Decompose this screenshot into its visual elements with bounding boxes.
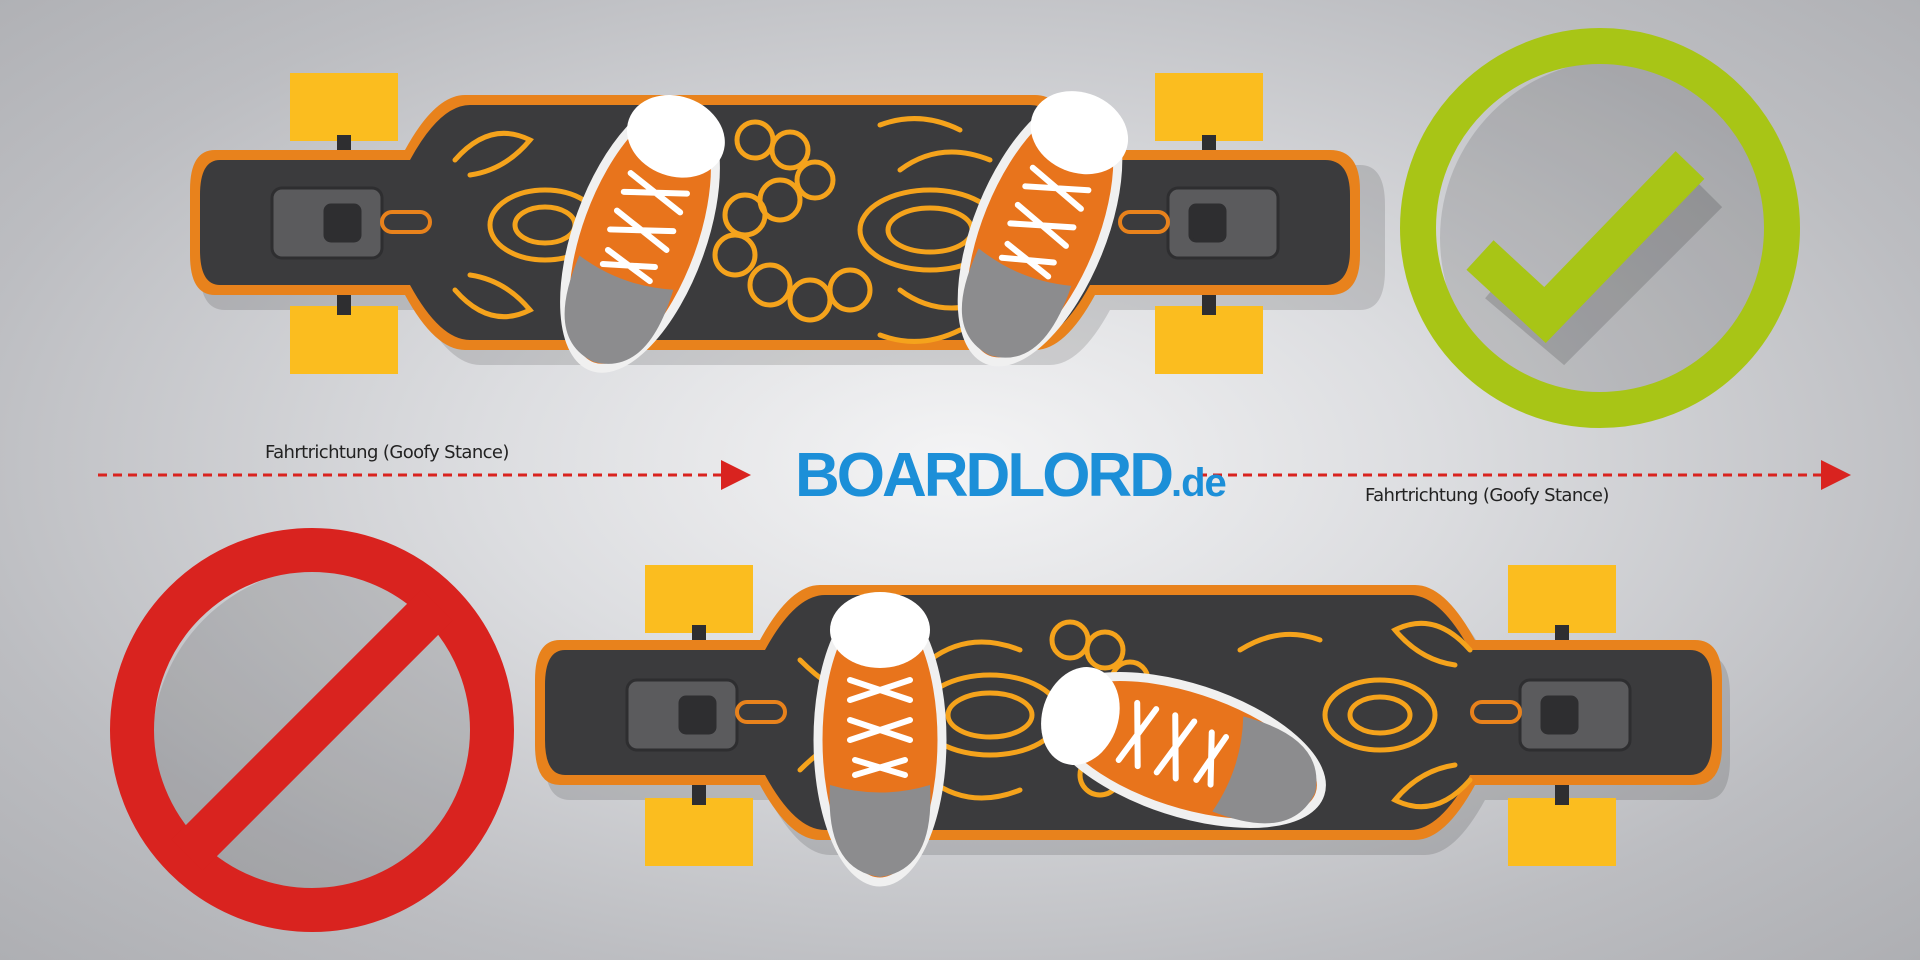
shoe-back bbox=[957, 91, 1129, 367]
shoe-back bbox=[1041, 667, 1326, 829]
wheel bbox=[1508, 565, 1616, 633]
prohibited-icon bbox=[110, 528, 514, 932]
longboard-top bbox=[190, 73, 1385, 374]
wheel bbox=[290, 306, 398, 374]
longboard-bottom bbox=[535, 565, 1730, 887]
wheel bbox=[1155, 73, 1263, 141]
brand-logo: BOARDLORD.de bbox=[795, 440, 1227, 511]
check-circle-icon bbox=[1400, 28, 1800, 428]
wheel bbox=[290, 73, 398, 141]
shoe-front bbox=[560, 95, 725, 373]
wheel bbox=[645, 565, 753, 633]
wheel bbox=[1155, 306, 1263, 374]
truck bbox=[625, 678, 1632, 752]
logo-brand: BOARDLORD bbox=[795, 441, 1174, 510]
direction-label-bottom: Fahrtrichtung (Goofy Stance) bbox=[1365, 485, 1609, 506]
direction-label-top: Fahrtrichtung (Goofy Stance) bbox=[265, 442, 509, 463]
shoe-front bbox=[813, 592, 947, 887]
wheel bbox=[645, 798, 753, 866]
wheel bbox=[1508, 798, 1616, 866]
logo-tld: .de bbox=[1170, 461, 1227, 505]
truck bbox=[270, 186, 1280, 260]
